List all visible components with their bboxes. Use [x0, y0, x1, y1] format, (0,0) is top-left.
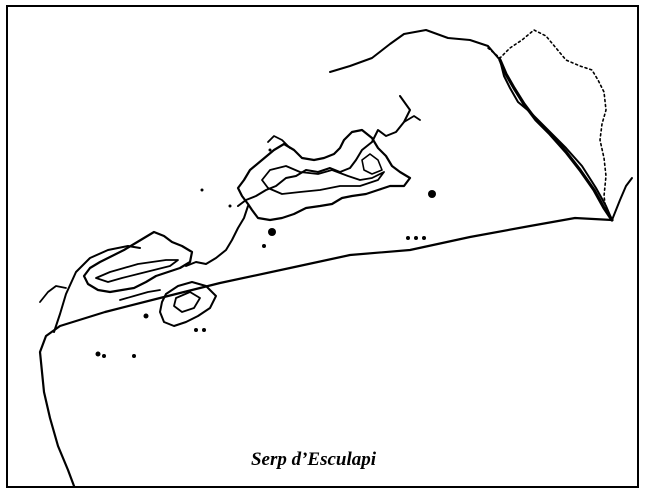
- distribution-patch-east: [236, 128, 412, 222]
- distribution-patch-east-inner: [261, 165, 385, 195]
- record-dot: [200, 188, 204, 192]
- record-dot: [143, 313, 149, 319]
- coastline: [38, 216, 614, 488]
- distribution-patch-east-core: [361, 153, 383, 175]
- map-caption: Serp d’Esculapi: [250, 449, 377, 470]
- record-dot: [268, 228, 276, 236]
- distribution-patch-west-inner: [95, 259, 179, 283]
- record-dot: [228, 204, 232, 208]
- record-dot: [428, 190, 436, 198]
- record-dot: [262, 244, 266, 248]
- western-ridge: [119, 289, 161, 301]
- dotted-border: [487, 29, 613, 221]
- record-dot: [95, 351, 101, 357]
- east-branch: [611, 177, 633, 221]
- record-dot: [132, 354, 136, 358]
- record-dot: [268, 148, 272, 152]
- map-frame: [6, 5, 639, 488]
- record-dot: [422, 236, 426, 240]
- river: [498, 58, 614, 222]
- ridge-chain: [185, 205, 249, 267]
- contour-spur-2: [403, 115, 421, 123]
- record-dot: [194, 328, 198, 332]
- record-dot: [414, 236, 418, 240]
- western-boundary: [53, 245, 141, 333]
- distribution-patch-southwest: [159, 281, 217, 327]
- record-dot: [202, 328, 206, 332]
- record-dot: [102, 354, 106, 358]
- distribution-patch-west: [82, 230, 194, 294]
- distribution-patch-southwest-inner: [173, 291, 201, 313]
- record-dot: [406, 236, 410, 240]
- contour-spur-1: [267, 135, 291, 149]
- western-branch: [39, 285, 67, 303]
